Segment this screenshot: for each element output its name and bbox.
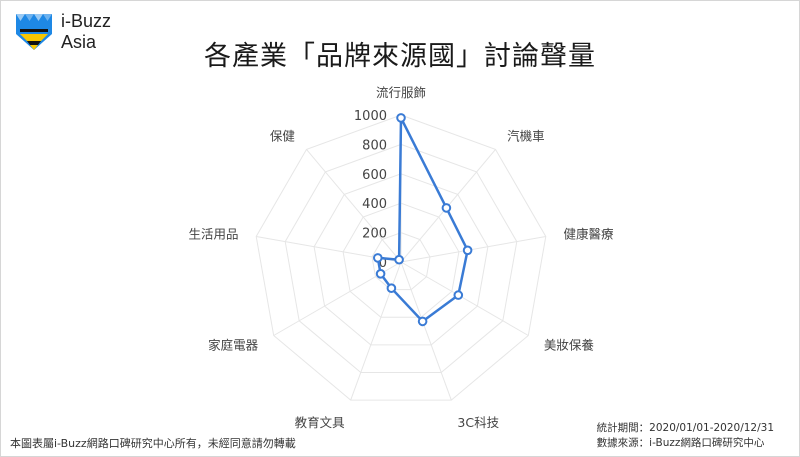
data-point (453, 290, 464, 300)
category-label: 保健 (270, 129, 296, 144)
r-tick-label: 1000 (354, 109, 387, 124)
r-tick-label: 200 (362, 227, 387, 242)
copyright-note: 本圖表屬i-Buzz網路口碑研究中心所有，未經同意請勿轉載 (10, 437, 296, 450)
data-point (396, 113, 406, 123)
category-label: 流行服飾 (376, 85, 426, 100)
r-tick-label: 400 (362, 197, 387, 212)
category-label: 健康醫療 (564, 226, 615, 241)
category-label: 家庭電器 (208, 338, 259, 353)
series-line-0 (376, 116, 469, 323)
category-label: 美妝保養 (544, 338, 595, 353)
chart-title: 各產業「品牌來源國」討論聲量 (204, 41, 596, 72)
grid-spoke-8 (306, 149, 402, 263)
r-tick-label: 600 (362, 168, 387, 183)
category-label: 汽機車 (507, 129, 545, 144)
brand-line-2: Asia (61, 32, 97, 52)
data-point (417, 316, 428, 327)
grid-spoke-2 (400, 236, 546, 263)
category-label: 生活用品 (188, 226, 238, 241)
category-label: 教育文具 (295, 415, 346, 430)
grid-ring-400 (342, 202, 460, 318)
stat-period: 統計期間：2020/01/01-2020/12/31 (596, 422, 774, 434)
grid-ring-800 (284, 143, 518, 373)
grid-spoke-3 (400, 261, 529, 336)
grid-ring-600 (313, 173, 489, 346)
grid-ring-200 (371, 232, 431, 291)
data-point (373, 253, 383, 263)
grid-spoke-4 (400, 261, 452, 401)
chart-meta: 統計期間：2020/01/01-2020/12/31 數據來源：i-Buzz網路… (597, 421, 774, 451)
data-point (386, 283, 397, 294)
grid-spoke-5 (350, 261, 402, 401)
grid-ring-1000 (255, 114, 547, 401)
data-point (441, 203, 452, 213)
r-tick-label: 0 (379, 256, 387, 271)
category-label: 3C科技 (457, 415, 499, 430)
data-source: 數據來源：i-Buzz網路口碑研究中心 (596, 437, 765, 449)
ibuzz-logo-icon (16, 14, 52, 50)
data-point (394, 254, 404, 265)
brand-line-1: i-Buzz (61, 11, 112, 31)
data-point (375, 269, 386, 279)
brand-name: i-Buzz Asia (61, 11, 111, 53)
data-point (462, 245, 473, 256)
r-tick-label: 800 (362, 138, 387, 153)
